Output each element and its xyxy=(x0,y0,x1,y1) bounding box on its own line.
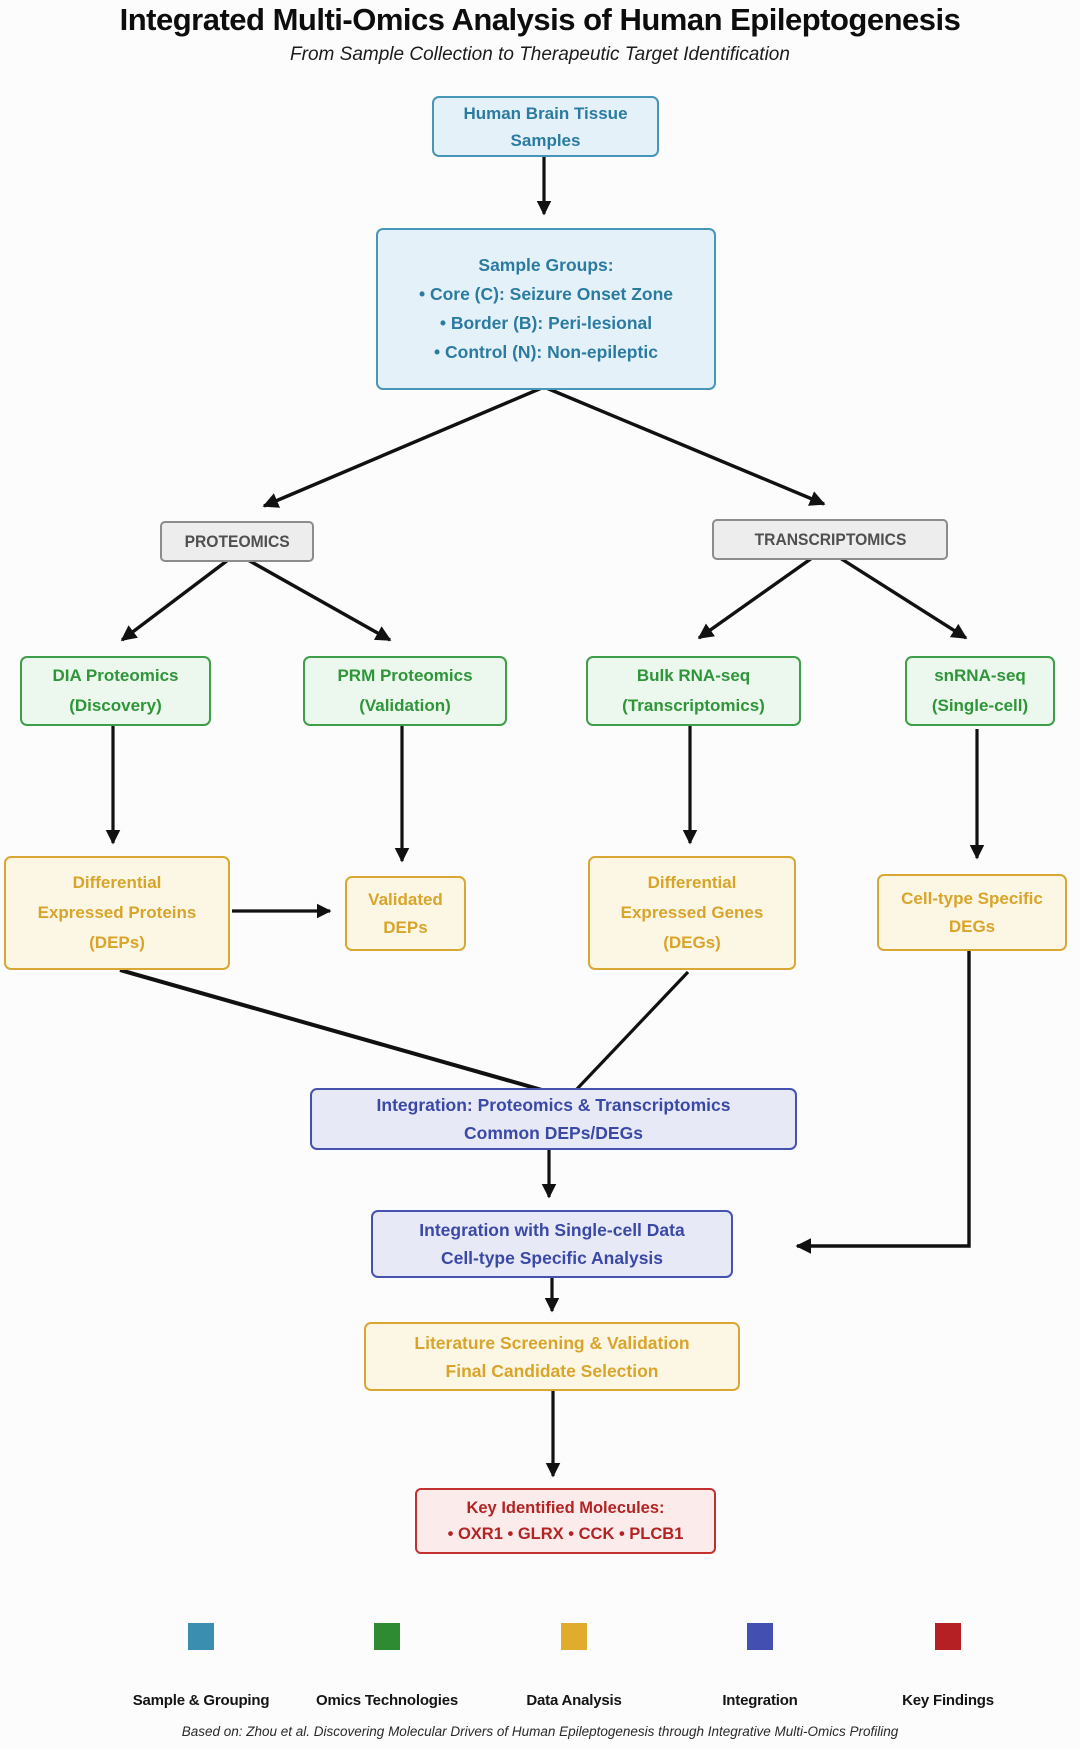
node-bulk-rna-seq: Bulk RNA-seq (Transcriptomics) xyxy=(586,656,801,726)
line-deps-to-integration1 xyxy=(119,968,543,1092)
legend-item-data-analysis: Data Analysis xyxy=(479,1623,669,1709)
legend-label-sample-grouping: Sample & Grouping xyxy=(132,1692,270,1709)
node-line: Literature Screening & Validation xyxy=(414,1332,690,1353)
node-line: • OXR1 • GLRX • CCK • PLCB1 xyxy=(447,1525,684,1543)
node-prm-proteomics: PRM Proteomics (Validation) xyxy=(303,656,507,726)
line-degs-to-integration1 xyxy=(574,970,690,1092)
node-line: snRNA-seq xyxy=(934,666,1026,685)
legend-label-key-findings: Key Findings xyxy=(902,1692,994,1709)
node-line: Integration: Proteomics & Transcriptomic… xyxy=(376,1095,731,1115)
node-line: (Single-cell) xyxy=(931,696,1029,715)
node-integration-single-cell: Integration with Single-cell Data Cell-t… xyxy=(371,1210,733,1278)
legend-swatch-sample-grouping xyxy=(188,1623,214,1650)
node-line: Expressed Genes xyxy=(620,903,764,922)
node-snrna-seq: snRNA-seq (Single-cell) xyxy=(905,656,1055,726)
node-line: Cell-type Specific xyxy=(901,888,1043,908)
legend-swatch-data-analysis xyxy=(561,1623,587,1650)
node-line: (Validation) xyxy=(359,696,451,715)
node-line: Cell-type Specific Analysis xyxy=(440,1248,664,1268)
node-cell-type-specific-degs: Cell-type Specific DEGs xyxy=(877,874,1067,951)
legend-item-integration: Integration xyxy=(665,1623,855,1709)
node-line: DIA Proteomics xyxy=(52,666,179,685)
node-line: (Transcriptomics) xyxy=(622,696,765,715)
node-line: • Border (B): Peri-lesional xyxy=(439,313,653,333)
arrow-transcriptomics-to-bulk xyxy=(697,556,813,640)
arrow-proteomics-to-prm xyxy=(247,558,392,642)
node-line: Differential xyxy=(647,873,737,892)
node-line: Integration with Single-cell Data xyxy=(419,1220,685,1240)
node-literature-screening: Literature Screening & Validation Final … xyxy=(364,1322,740,1391)
arrow-ctdegs-to-integration2 xyxy=(795,950,971,1254)
node-line: Final Candidate Selection xyxy=(445,1360,659,1381)
node-human-brain-tissue-samples: Human Brain Tissue Samples xyxy=(432,96,659,157)
node-line: PRM Proteomics xyxy=(337,666,473,685)
legend-label-integration: Integration xyxy=(722,1692,798,1709)
node-line: • Core (C): Seizure Onset Zone xyxy=(418,284,674,304)
node-line: Differential xyxy=(72,873,162,892)
node-line: Common DEPs/DEGs xyxy=(464,1123,643,1143)
node-key-identified-molecules: Key Identified Molecules: • OXR1 • GLRX … xyxy=(415,1488,716,1554)
node-differential-expressed-genes: Differential Expressed Genes (DEGs) xyxy=(588,856,796,970)
node-validated-deps: Validated DEPs xyxy=(345,876,466,951)
arrow-proteomics-to-dia xyxy=(120,558,230,642)
page-subtitle: From Sample Collection to Therapeutic Ta… xyxy=(290,44,790,65)
label-proteomics-branch: PROTEOMICS xyxy=(160,521,314,562)
node-line: Validated xyxy=(368,889,443,909)
node-line: DEGs xyxy=(948,916,996,936)
legend-item-key-findings: Key Findings xyxy=(853,1623,1043,1709)
legend-item-sample-grouping: Sample & Grouping xyxy=(106,1623,296,1709)
node-line: PROTEOMICS xyxy=(184,531,290,551)
legend-swatch-integration xyxy=(747,1623,773,1650)
node-line: • Control (N): Non-epileptic xyxy=(434,342,658,362)
node-line: Human Brain Tissue xyxy=(463,103,628,123)
node-line: (DEGs) xyxy=(663,933,721,952)
citation-footer: Based on: Zhou et al. Discovering Molecu… xyxy=(181,1724,899,1739)
node-line: (DEPs) xyxy=(89,933,145,952)
node-line: Sample Groups: xyxy=(478,255,614,275)
legend-swatch-omics-technologies xyxy=(374,1623,400,1650)
legend-label-omics-technologies: Omics Technologies xyxy=(316,1692,458,1709)
label-transcriptomics-branch: TRANSCRIPTOMICS xyxy=(712,519,948,560)
node-integration-proteomics-transcriptomics: Integration: Proteomics & Transcriptomic… xyxy=(310,1088,797,1150)
legend-swatch-key-findings xyxy=(935,1623,961,1650)
legend-item-omics-technologies: Omics Technologies xyxy=(292,1623,482,1709)
node-line: Bulk RNA-seq xyxy=(636,666,751,685)
node-line: DEPs xyxy=(383,917,428,937)
node-line: (Discovery) xyxy=(69,696,162,715)
legend-label-data-analysis: Data Analysis xyxy=(526,1692,622,1709)
node-line: TRANSCRIPTOMICS xyxy=(754,529,906,549)
node-sample-groups: Sample Groups: • Core (C): Seizure Onset… xyxy=(376,228,716,390)
page-title: Integrated Multi-Omics Analysis of Human… xyxy=(119,2,961,37)
arrow-groups-to-proteomics xyxy=(262,385,545,508)
node-line: Samples xyxy=(510,130,581,150)
arrow-transcriptomics-to-snrna xyxy=(839,556,968,640)
node-line: Expressed Proteins xyxy=(37,903,197,922)
node-differential-expressed-proteins: Differential Expressed Proteins (DEPs) xyxy=(4,856,230,970)
node-line: Key Identified Molecules: xyxy=(466,1499,665,1517)
arrow-groups-to-transcriptomics xyxy=(543,385,826,506)
node-dia-proteomics: DIA Proteomics (Discovery) xyxy=(20,656,211,726)
